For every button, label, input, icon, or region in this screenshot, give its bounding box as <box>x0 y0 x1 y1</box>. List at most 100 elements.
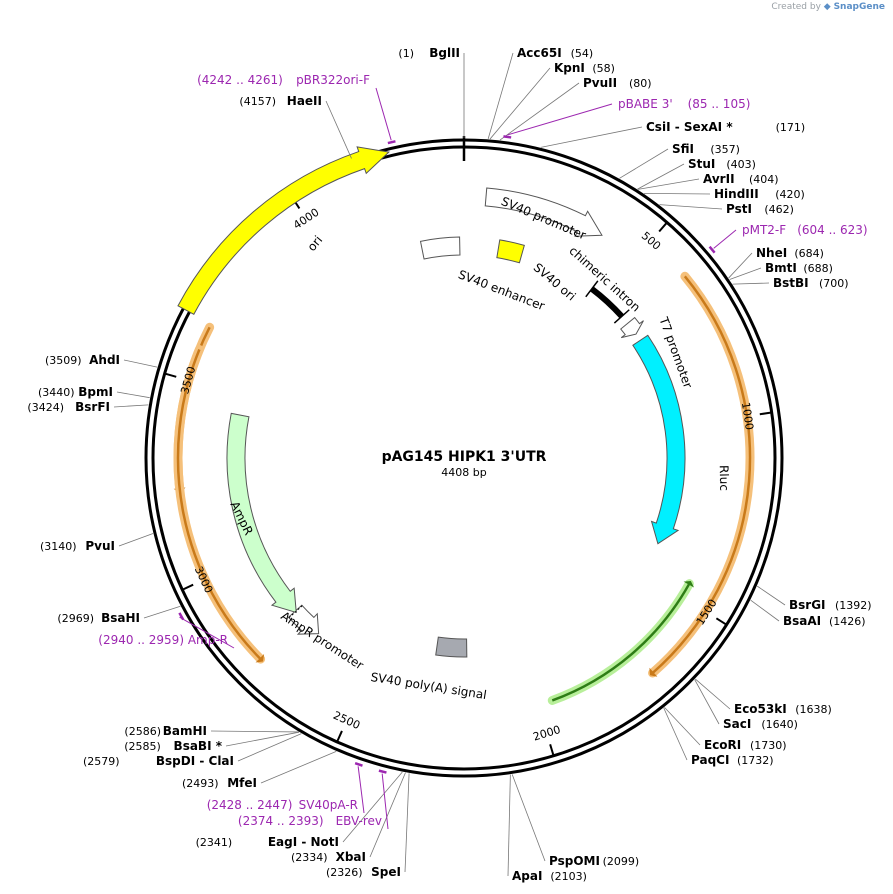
site-leader-haeii <box>325 100 352 159</box>
site-pos-csii-sexai: (171) <box>776 121 806 134</box>
site-name-psti: PstI <box>726 202 752 216</box>
site-leader-saci <box>694 679 720 725</box>
site-leader-bpmi <box>116 391 150 399</box>
site-leader-mfei <box>260 751 337 784</box>
site-name-mfei: MfeI <box>227 776 257 790</box>
primer-range-pbr322ori-f: (4242 .. 4261) <box>197 73 283 87</box>
green-band <box>547 579 694 705</box>
site-leader-stui <box>637 163 685 190</box>
site-pos-bsrfi: (3424) <box>27 401 64 414</box>
site-name-kpni: KpnI <box>554 61 585 75</box>
site-name-ahdi: AhdI <box>89 353 120 367</box>
site-pos-xbai: (2334) <box>291 851 328 864</box>
site-name-bmti: BmtI <box>765 261 797 275</box>
primer-mark-pbabe-3 <box>503 135 512 139</box>
sv40-enhancer-feature <box>419 236 461 260</box>
site-leader-bsabi <box>225 731 300 747</box>
ruler-tick-2500 <box>336 730 343 742</box>
site-name-csii-sexai: CsiI - SexAI * <box>646 120 733 134</box>
ruler-tick-1500 <box>715 617 727 626</box>
ampr-feature <box>226 412 297 614</box>
credit-brand: SnapGene <box>833 2 885 12</box>
site-pos-eagi-noti: (2341) <box>196 836 233 849</box>
site-name-bsrfi: BsrFI <box>75 400 110 414</box>
site-leader-pspomi <box>511 774 546 862</box>
primer-name-pmt2-f: pMT2-F <box>742 223 786 237</box>
site-name-sfii: SfiI <box>672 142 694 156</box>
restriction-site-layer: BglII(1)Acc65I(54)KpnI(58)PvuII(80)CsiI … <box>27 46 871 883</box>
primer-range-pbabe-3: (85 .. 105) <box>688 97 751 111</box>
ruler-tick-2000 <box>549 744 555 756</box>
green-band-line <box>551 583 691 702</box>
site-pos-pspomi: (2099) <box>603 855 640 868</box>
site-name-bpmi: BpmI <box>78 385 113 399</box>
site-pos-bmti: (688) <box>803 262 833 275</box>
site-pos-bsaai: (1426) <box>829 615 866 628</box>
site-pos-acc65i: (54) <box>571 47 594 60</box>
primer-name-pbr322ori-f: pBR322ori-F <box>296 73 370 87</box>
site-pos-kpni: (58) <box>592 62 615 75</box>
site-pos-bglii: (1) <box>398 47 414 60</box>
site-leader-bsaai <box>750 599 780 622</box>
primer-mark-ebv-rev <box>378 769 387 774</box>
site-leader-sfii <box>619 148 669 179</box>
ori-feature <box>177 146 390 315</box>
site-pos-ecori: (1730) <box>750 739 787 752</box>
sv40-enhancer-label: SV40 enhancer <box>456 267 546 313</box>
ori-label: ori <box>305 233 326 254</box>
primer-range-amp-r: (2940 .. 2959) <box>98 633 184 647</box>
site-name-haeii: HaeII <box>287 94 322 108</box>
site-name-bsrgi: BsrGI <box>789 598 826 612</box>
site-pos-bsabi: (2585) <box>124 740 161 753</box>
site-pos-bpmi: (3440) <box>38 386 75 399</box>
site-name-pspomi: PspOMI <box>549 854 600 868</box>
plasmid-length: 4408 bp <box>441 466 486 479</box>
site-leader-spei <box>404 773 410 873</box>
site-leader-acc65i <box>487 52 514 140</box>
rluc-feature <box>632 334 686 545</box>
site-name-avrii: AvrII <box>703 172 735 186</box>
site-pos-apai: (2103) <box>550 870 587 883</box>
site-pos-stui: (403) <box>726 158 756 171</box>
ruler-label-500: 500 <box>639 229 663 253</box>
site-pos-sfii: (357) <box>710 143 740 156</box>
site-leader-eco53ki <box>695 678 731 710</box>
orange-left-lower-band-line <box>176 349 262 660</box>
primer-mark-sv40pa-r <box>354 761 363 767</box>
site-name-bamhi: BamHI <box>163 724 207 738</box>
orange-left-lower-band-arrowhead <box>255 654 265 663</box>
site-name-acc65i: Acc65I <box>517 46 562 60</box>
site-name-hindiii: HindIII <box>714 187 759 201</box>
primer-name-sv40pa-r: SV40pA-R <box>299 798 358 812</box>
primer-name-amp-r: Amp-R <box>188 633 228 647</box>
annotation-bands <box>173 271 755 705</box>
site-leader-eagi-noti <box>342 771 403 843</box>
ruler-tick-1000 <box>759 411 771 416</box>
primer-range-sv40pa-r: (2428 .. 2447) <box>207 798 293 812</box>
site-pos-bstbi: (700) <box>819 277 849 290</box>
site-leader-apai <box>507 774 511 877</box>
site-pos-bsrgi: (1392) <box>835 599 872 612</box>
primer-leader-pbabe-3 <box>507 103 613 136</box>
site-name-spei: SpeI <box>371 865 401 879</box>
site-leader-bspdi-clai <box>237 733 302 762</box>
site-leader-csii-sexai <box>540 126 643 148</box>
site-name-paqci: PaqCI <box>691 753 729 767</box>
site-leader-kpni <box>489 67 551 140</box>
site-leader-bsrgi <box>757 585 786 606</box>
site-leader-bmti <box>729 267 762 280</box>
site-leader-xbai <box>369 772 406 858</box>
ruler-tick-3500 <box>165 372 177 378</box>
chimeric-intron-label: chimeric intron <box>566 244 643 315</box>
site-pos-paqci: (1732) <box>737 754 774 767</box>
primer-name-ebv-rev: EBV-rev <box>336 814 382 828</box>
site-leader-avrii <box>637 178 700 190</box>
primer-range-ebv-rev: (2374 .. 2393) <box>238 814 324 828</box>
sv40-promoter-feature <box>484 187 603 237</box>
site-pos-saci: (1640) <box>761 718 798 731</box>
site-name-bsaai: BsaAI <box>783 614 821 628</box>
site-name-apai: ApaI <box>512 869 542 883</box>
site-pos-eco53ki: (1638) <box>795 703 832 716</box>
site-leader-bstbi <box>732 282 770 285</box>
